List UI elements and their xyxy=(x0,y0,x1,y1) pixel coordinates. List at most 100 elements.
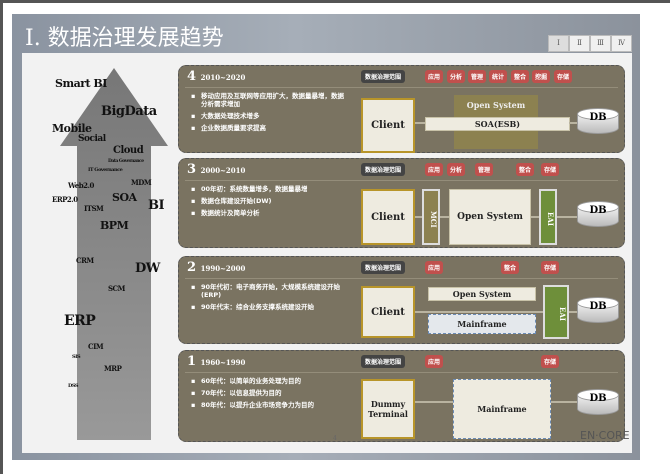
tag: 整合 xyxy=(511,70,530,83)
company-logo: EN·CORE xyxy=(580,429,630,442)
bullet: 90年代末：综合业务支撑系统建设开始 xyxy=(189,303,349,311)
trend-arrow xyxy=(60,68,168,440)
bullet: 数据仓库建设开始(DW) xyxy=(189,197,349,205)
era-panel-4: 4 2010~2020 数据治理范围 应用 分析 管理 统计 整合 挖掘 存储 … xyxy=(178,65,625,153)
era-years: 1990~2000 xyxy=(200,264,246,273)
keyword: SIS xyxy=(72,354,81,360)
era-panel-3: 3 2000~2010 数据治理范围 应用 分析 管理 整合 存储 00年初：系… xyxy=(178,158,625,248)
bullet: 60年代：以简单的业务处理为目的 xyxy=(189,377,349,385)
keyword: Smart BI xyxy=(55,77,107,90)
database-icon: DB xyxy=(577,389,619,419)
tag: 整合 xyxy=(516,163,535,176)
scope-label: 数据治理范围 xyxy=(361,163,406,176)
eai-bar: EAI xyxy=(543,285,569,339)
era-heading: 3 2000~2010 xyxy=(187,162,245,177)
tag: 分析 xyxy=(447,163,466,176)
nav-tab-3[interactable]: Ⅲ xyxy=(590,35,611,52)
bullet: 大数据处理技术增多 xyxy=(189,112,349,120)
keyword: IT Governance xyxy=(88,167,123,173)
tag: 存储 xyxy=(554,70,573,83)
keyword: SOA xyxy=(112,191,137,204)
tag: 应用 xyxy=(425,355,444,368)
nav-tab-2[interactable]: Ⅱ xyxy=(569,35,590,52)
keyword: Cloud xyxy=(113,145,144,156)
tag: 管理 xyxy=(475,163,494,176)
keyword: DSS xyxy=(68,383,78,389)
keyword: ERP2.0 xyxy=(52,195,78,204)
era-years: 2010~2020 xyxy=(200,73,246,82)
scope-label: 数据治理范围 xyxy=(361,355,406,368)
eai-bar: EAI xyxy=(539,189,557,245)
tag: 管理 xyxy=(468,70,487,83)
client-box: Client xyxy=(361,286,415,338)
keyword: CIM xyxy=(88,342,104,351)
section-nav: Ⅰ Ⅱ Ⅲ Ⅳ xyxy=(548,35,632,52)
tag: 存储 xyxy=(541,163,560,176)
era-bullets: 移动应用及互联网等应用扩大，数据量暴增，数据分析需求增加 大数据处理技术增多 企… xyxy=(189,92,349,136)
keyword: CRM xyxy=(76,256,94,265)
keyword: BI xyxy=(148,198,165,213)
keyword: ERP xyxy=(64,313,96,329)
bullet: 80年代：以提升企业市场竞争力为目的 xyxy=(189,401,349,409)
era-number: 4 xyxy=(187,69,197,84)
keyword: MRP xyxy=(104,364,122,373)
open-system-box: Open System xyxy=(449,189,531,245)
mainframe-box: Mainframe xyxy=(428,314,536,334)
slide-title: I. 数据治理发展趋势 xyxy=(25,26,224,51)
bullet: 90年代初：电子商务开始，大规模系统建设开始(ERP) xyxy=(189,283,349,299)
era-years: 1960~1990 xyxy=(200,358,246,367)
era-number: 1 xyxy=(187,354,197,369)
terminal-line-2: Terminal xyxy=(368,409,408,419)
tag: 分析 xyxy=(447,70,466,83)
keyword: SCM xyxy=(108,284,125,293)
era-panel-2: 2 1990~2000 数据治理范围 应用 整合 存储 90年代初：电子商务开始… xyxy=(178,256,625,344)
era-years: 2000~2010 xyxy=(200,166,246,175)
bullet: 数据统计及简单分析 xyxy=(189,209,349,217)
era-heading: 2 1990~2000 xyxy=(187,260,245,275)
database-icon: DB xyxy=(577,201,619,231)
keyword: Social xyxy=(78,134,106,144)
tag: 应用 xyxy=(425,261,444,274)
terminal-line-1: Dummy xyxy=(370,399,406,409)
keyword: ITSM xyxy=(84,204,104,213)
nav-tab-1[interactable]: Ⅰ xyxy=(548,35,569,52)
era-heading: 4 2010~2020 xyxy=(187,69,245,84)
era-panel-1: 1 1960~1990 数据治理范围 应用 存储 60年代：以简单的业务处理为目… xyxy=(178,350,625,442)
soa-bus: SOA(ESB) xyxy=(425,117,570,131)
bullet: 企业数据质量要求提高 xyxy=(189,124,349,132)
tag: 挖掘 xyxy=(532,70,551,83)
scope-label: 数据治理范围 xyxy=(361,70,406,83)
tag: 存储 xyxy=(541,261,560,274)
era-number: 3 xyxy=(187,162,197,177)
open-system-box: Open System xyxy=(428,287,536,301)
client-box: Client xyxy=(361,98,415,153)
scope-label: 数据治理范围 xyxy=(361,261,406,274)
mci-bar: MCI xyxy=(422,189,440,245)
bullet: 移动应用及互联网等应用扩大，数据量暴增，数据分析需求增加 xyxy=(189,92,349,108)
tag: 应用 xyxy=(425,163,444,176)
keyword: BPM xyxy=(100,219,129,232)
keyword: DW xyxy=(135,261,160,276)
era-heading: 1 1960~1990 xyxy=(187,354,245,369)
keyword: MDM xyxy=(131,178,152,187)
nav-tab-4[interactable]: Ⅳ xyxy=(611,35,632,52)
client-box: Client xyxy=(361,189,415,245)
database-icon: DB xyxy=(577,297,619,327)
tag: 整合 xyxy=(501,261,520,274)
database-icon: DB xyxy=(577,108,619,138)
tag: 统计 xyxy=(489,70,508,83)
bullet: 70年代：以信息提供为目的 xyxy=(189,389,349,397)
bullet: 00年初：系统数量增多，数据量暴增 xyxy=(189,185,349,193)
era-bullets: 00年初：系统数量增多，数据量暴增 数据仓库建设开始(DW) 数据统计及简单分析 xyxy=(189,185,349,221)
mainframe-box: Mainframe xyxy=(453,379,551,439)
page-number: 4 xyxy=(333,435,337,442)
era-number: 2 xyxy=(187,260,197,275)
tag: 应用 xyxy=(425,70,444,83)
keyword: Data Governance xyxy=(108,159,144,164)
keyword: Web2.0 xyxy=(68,181,94,190)
tag: 存储 xyxy=(541,355,560,368)
era-bullets: 90年代初：电子商务开始，大规模系统建设开始(ERP) 90年代末：综合业务支撑… xyxy=(189,283,349,315)
keyword: Mobile xyxy=(52,122,92,135)
